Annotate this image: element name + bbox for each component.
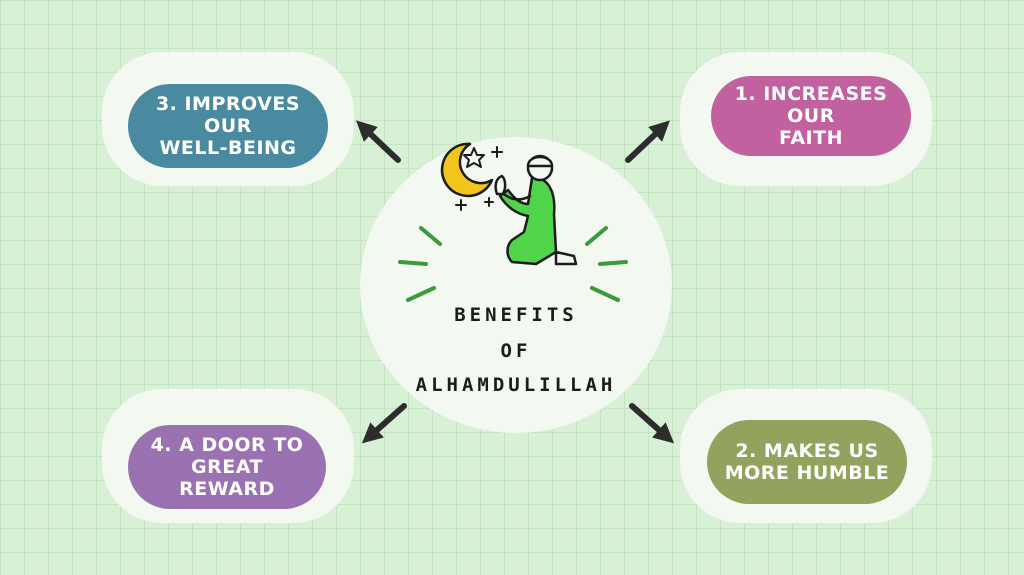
node-reward: 4. A DOOR TO GREAT REWARD [128, 425, 326, 509]
center-title-line-3: ALHAMDULILLAH [415, 374, 617, 396]
node-faith: 1. INCREASES OUR FAITH [711, 76, 911, 156]
arrow-to-reward [361, 403, 407, 444]
star-icon [463, 147, 485, 168]
arrow-to-wellbeing [356, 120, 401, 163]
node-wellbeing: 3. IMPROVES OUR WELL-BEING [128, 84, 328, 168]
center-circle [360, 137, 672, 433]
decorative-strokes [398, 226, 628, 302]
crescent-moon-icon [440, 142, 494, 198]
node-humble: 2. MAKES US MORE HUMBLE [707, 420, 907, 504]
center-title-line-1: BENEFITS [454, 304, 578, 326]
sparkle-icon [455, 146, 503, 211]
arrow-to-humble [629, 403, 675, 444]
praying-person-icon [494, 154, 578, 266]
center-title-line-2: OF [500, 340, 532, 362]
arrow-to-faith [625, 120, 670, 163]
